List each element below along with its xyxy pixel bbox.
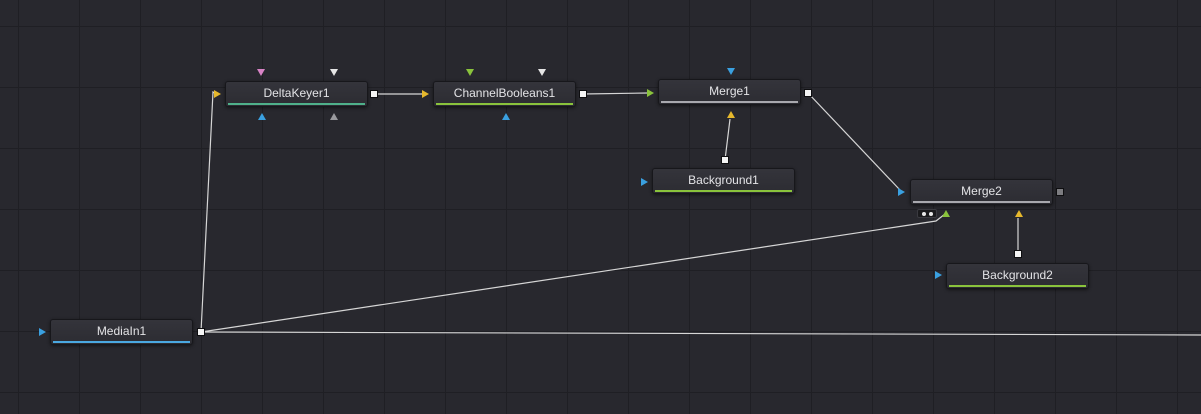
node-color-bar bbox=[436, 103, 573, 105]
output-port[interactable] bbox=[197, 328, 205, 336]
node-label: MediaIn1 bbox=[96, 324, 147, 338]
background-input-triangle[interactable] bbox=[647, 89, 654, 97]
link-channelbooleans-to-merge1[interactable] bbox=[582, 92, 649, 95]
matte-input-triangle[interactable] bbox=[330, 113, 338, 120]
node-label: ChannelBooleans1 bbox=[453, 86, 556, 100]
foreground-input-triangle[interactable] bbox=[1015, 210, 1023, 217]
dot-icon bbox=[922, 212, 926, 216]
effect-mask-input-triangle[interactable] bbox=[330, 69, 338, 76]
output-port[interactable] bbox=[721, 156, 729, 164]
node-label: Merge1 bbox=[709, 84, 750, 98]
link-background1-to-merge1[interactable] bbox=[724, 118, 731, 161]
node-merge1[interactable]: Merge1 bbox=[658, 79, 801, 105]
node-label: DeltaKeyer1 bbox=[263, 86, 330, 100]
link-mediain-to-merge2-bg[interactable] bbox=[200, 213, 946, 333]
background-input-triangle[interactable] bbox=[214, 90, 221, 98]
effect-mask-input-triangle[interactable] bbox=[538, 69, 546, 76]
node-channelbooleans1[interactable]: ChannelBooleans1 bbox=[433, 81, 576, 107]
node-background1[interactable]: Background1 bbox=[652, 168, 795, 194]
link-mediain-to-deltakeyer[interactable] bbox=[200, 90, 217, 333]
effect-mask-input-triangle[interactable] bbox=[935, 271, 942, 279]
link-merge1-to-merge2[interactable] bbox=[807, 92, 901, 191]
foreground-input-triangle[interactable] bbox=[727, 111, 735, 118]
output-port[interactable] bbox=[1014, 250, 1022, 258]
node-color-bar bbox=[949, 285, 1086, 287]
node-color-bar bbox=[913, 201, 1050, 203]
node-merge2[interactable]: Merge2 bbox=[910, 179, 1053, 205]
node-background2[interactable]: Background2 bbox=[946, 263, 1089, 289]
node-color-bar bbox=[53, 341, 190, 343]
node-label: Merge2 bbox=[961, 184, 1002, 198]
effect-mask-input-triangle[interactable] bbox=[898, 188, 905, 196]
node-color-bar bbox=[655, 190, 792, 192]
effect-mask-input-triangle[interactable] bbox=[39, 328, 46, 336]
link-mediain-offscreen[interactable] bbox=[200, 331, 1201, 336]
output-port[interactable] bbox=[579, 90, 587, 98]
background-input-triangle[interactable] bbox=[422, 90, 429, 98]
mask-input-triangle[interactable] bbox=[466, 69, 474, 76]
node-options-dots[interactable] bbox=[917, 209, 937, 218]
effect-mask-input-triangle[interactable] bbox=[641, 178, 648, 186]
garbage-matte-input-triangle[interactable] bbox=[257, 69, 265, 76]
foreground-input-triangle[interactable] bbox=[258, 113, 266, 120]
foreground-input-triangle[interactable] bbox=[502, 113, 510, 120]
output-port[interactable] bbox=[804, 89, 812, 97]
output-port[interactable] bbox=[1056, 188, 1064, 196]
background-input-triangle[interactable] bbox=[942, 210, 950, 217]
node-label: Background1 bbox=[688, 173, 759, 187]
output-port[interactable] bbox=[370, 90, 378, 98]
node-label: Background2 bbox=[982, 268, 1053, 282]
effect-mask-input-triangle[interactable] bbox=[727, 68, 735, 75]
node-mediain1[interactable]: MediaIn1 bbox=[50, 319, 193, 345]
dot-icon bbox=[929, 212, 933, 216]
node-color-bar bbox=[661, 101, 798, 103]
node-deltakeyer1[interactable]: DeltaKeyer1 bbox=[225, 81, 368, 107]
node-color-bar bbox=[228, 103, 365, 105]
